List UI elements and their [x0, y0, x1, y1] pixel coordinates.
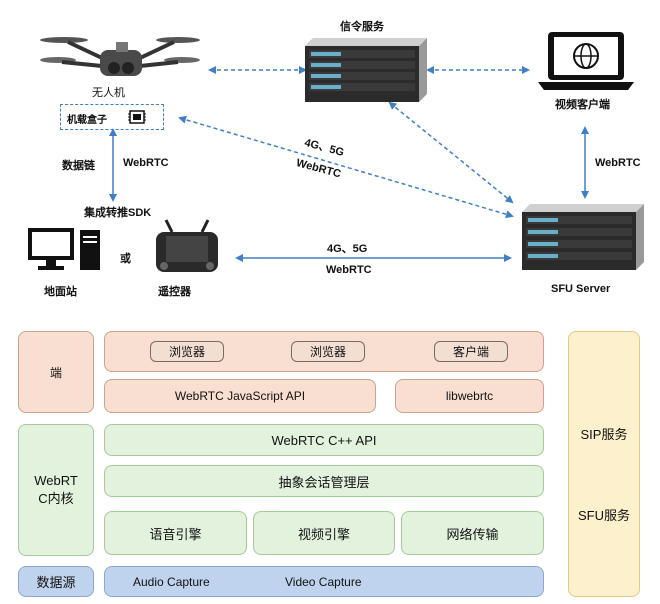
client-pill: 客户端 [434, 341, 508, 362]
libwebrtc-label: libwebrtc [445, 389, 494, 403]
sfu-server-icon [522, 204, 644, 270]
cpp-api-label: WebRTC C++ API [271, 432, 377, 448]
voice-engine-box: 语音引擎 [104, 511, 247, 555]
horiz-4g-label: 4G、5G [327, 243, 368, 255]
session-box: 抽象会话管理层 [104, 465, 544, 497]
video-engine-label: 视频引擎 [297, 526, 350, 542]
browser2-pill: 浏览器 [291, 341, 365, 362]
capture-box: Audio Capture Video Capture [104, 566, 544, 597]
laptop-icon [538, 32, 634, 90]
drone-label: 无人机 [92, 87, 125, 99]
remote-label: 遥控器 [158, 286, 191, 298]
browser1-pill: 浏览器 [150, 341, 224, 362]
video-capture-label: Video Capture [285, 574, 362, 589]
ground-station-label: 地面站 [44, 286, 77, 298]
core-layer: WebRT C内核 [18, 424, 94, 556]
endpoint-label: 端 [49, 365, 62, 380]
services-column: SIP服务 SFU服务 [568, 331, 640, 597]
onboard-box: 机载盒子 [60, 104, 164, 130]
voice-engine-label: 语音引擎 [149, 526, 202, 542]
horiz-webrtc-label: WebRTC [326, 264, 372, 276]
ground-station-icon [28, 228, 100, 270]
network-box: 网络传输 [401, 511, 544, 555]
datalink-label: 数据链 [62, 160, 95, 172]
datasource-layer: 数据源 [18, 566, 94, 597]
video-engine-box: 视频引擎 [253, 511, 395, 555]
chip-icon [128, 110, 146, 124]
video-client-label: 视频客户端 [555, 99, 610, 111]
arrow-box-sfu [178, 115, 514, 219]
sfu-server-label: SFU Server [551, 283, 611, 295]
drone-icon [40, 37, 200, 76]
cpp-api-box: WebRTC C++ API [104, 424, 544, 456]
sdk-label: 集成转推SDK [84, 207, 152, 219]
endpoint-layer: 端 [18, 331, 94, 413]
webrtc-right-label: WebRTC [595, 157, 641, 169]
session-label: 抽象会话管理层 [278, 474, 370, 490]
connection-arrows [109, 66, 589, 262]
arrow-signal-sfu [388, 101, 514, 204]
js-api-box: WebRTC JavaScript API [104, 379, 376, 413]
or-label: 或 [120, 253, 131, 265]
js-api-label: WebRTC JavaScript API [174, 389, 306, 403]
remote-controller-icon [156, 219, 218, 272]
signal-server-icon [305, 38, 427, 102]
core-label-line2: C内核 [38, 491, 74, 506]
core-label-line1: WebRT [34, 473, 78, 488]
sfu-service-label: SFU服务 [577, 508, 630, 523]
webrtc-left-label: WebRTC [123, 157, 169, 169]
network-label: 网络传输 [446, 526, 499, 542]
libwebrtc-box: libwebrtc [395, 379, 544, 413]
datasource-label: 数据源 [36, 575, 76, 590]
onboard-box-label: 机载盒子 [67, 115, 107, 126]
audio-capture-label: Audio Capture [133, 574, 210, 589]
signal-service-label: 信令服务 [340, 21, 384, 33]
sip-service-label: SIP服务 [580, 427, 628, 442]
